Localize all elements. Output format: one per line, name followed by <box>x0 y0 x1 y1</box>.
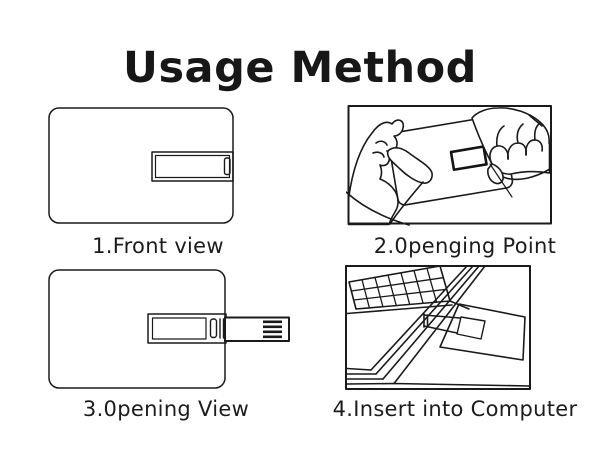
usb-housing-outline <box>456 316 486 340</box>
step-4-label: 4.Insert into Computer <box>332 397 578 421</box>
right-hand <box>471 107 551 198</box>
step-2-label: 2.0penging Point <box>373 234 557 258</box>
left-hand <box>346 119 433 226</box>
opening-point-illustration <box>346 105 552 226</box>
usb-connector <box>224 316 290 342</box>
opening-view-illustration <box>48 269 290 389</box>
usb-slot <box>209 318 218 339</box>
usb-slot-opening <box>449 145 488 172</box>
usb-port <box>423 313 461 334</box>
step-1-label: 1.Front view <box>92 234 224 258</box>
front-view-illustration <box>48 107 234 224</box>
laptop-side-edges <box>346 265 530 387</box>
usb-contacts <box>263 320 282 339</box>
usb-card <box>439 303 526 361</box>
page-title: Usage Method <box>123 42 477 93</box>
card-outline <box>48 107 234 224</box>
insert-into-computer-illustration <box>345 265 531 390</box>
step-3-label: 3.0pening View <box>82 397 250 421</box>
card-outline <box>48 269 226 389</box>
panel-border <box>345 265 531 390</box>
motion-line <box>528 114 543 127</box>
usb-housing <box>151 151 234 182</box>
panel-border <box>347 105 552 225</box>
usb-slot <box>223 157 231 176</box>
pointer-line <box>489 163 513 198</box>
